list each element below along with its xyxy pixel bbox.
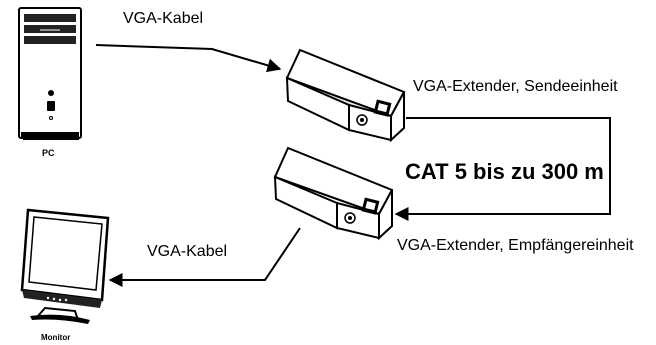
cat5-cable: [394, 117, 611, 221]
monitor-icon: [20, 208, 110, 324]
pc-tower-icon: [18, 7, 82, 140]
receiver-label: VGA-Extender, Empfängereinheit: [397, 237, 634, 254]
vga-cable-top-label: VGA-Kabel: [123, 10, 204, 27]
sender-label: VGA-Extender, Sendeeinheit: [413, 78, 618, 95]
vga-extender-sender-icon: [285, 48, 406, 143]
cat5-label: CAT 5 bis zu 300 m: [405, 159, 604, 184]
pc-label: PC: [42, 148, 55, 158]
monitor-label: Monitor: [41, 333, 71, 342]
vga-cable-pc-to-sender: [95, 44, 282, 73]
vga-cable-receiver-to-monitor: [108, 227, 301, 287]
vga-extender-receiver-icon: [273, 146, 394, 241]
vga-cable-bottom-label: VGA-Kabel: [147, 243, 228, 260]
